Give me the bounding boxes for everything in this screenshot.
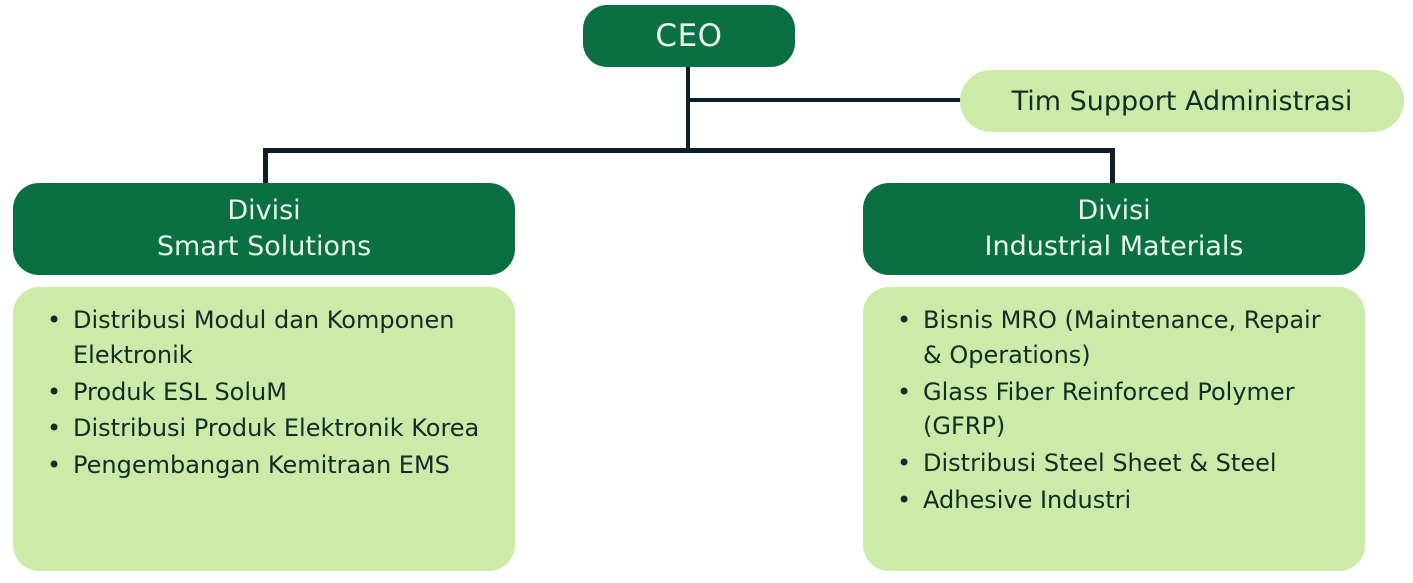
list-item: Adhesive Industri: [897, 483, 1343, 518]
connector-left-division-drop: [263, 148, 268, 185]
connector-right-division-drop: [1110, 148, 1115, 185]
list-item: Distribusi Produk Elektronik Korea: [47, 411, 493, 446]
division-smart-solutions-title-line1: Divisi: [227, 195, 301, 227]
node-ceo[interactable]: CEO: [583, 5, 795, 67]
node-ceo-label: CEO: [655, 18, 723, 54]
connector-ceo-vertical: [686, 66, 690, 152]
list-item: Produk ESL SoluM: [47, 375, 493, 410]
division-industrial-materials-title-line1: Divisi: [1077, 195, 1151, 227]
division-industrial-materials-list: Bisnis MRO (Maintenance, Repair & Operat…: [885, 303, 1343, 518]
list-item: Bisnis MRO (Maintenance, Repair & Operat…: [897, 303, 1343, 373]
division-smart-solutions-list: Distribusi Modul dan Komponen Elektronik…: [35, 303, 493, 483]
division-industrial-materials-title-line2: Industrial Materials: [984, 231, 1244, 262]
division-smart-solutions-title-line2: Smart Solutions: [156, 231, 372, 262]
node-division-smart-solutions-header[interactable]: Divisi Smart Solutions: [13, 183, 515, 275]
list-item: Distribusi Steel Sheet & Steel: [897, 446, 1343, 481]
connector-divisions-bus: [263, 148, 1115, 153]
division-smart-solutions-body: Distribusi Modul dan Komponen Elektronik…: [13, 287, 515, 571]
list-item: Glass Fiber Reinforced Polymer (GFRP): [897, 375, 1343, 445]
node-support-admin-label: Tim Support Administrasi: [1011, 85, 1353, 117]
division-industrial-materials-body: Bisnis MRO (Maintenance, Repair & Operat…: [863, 287, 1365, 571]
node-division-industrial-materials-header[interactable]: Divisi Industrial Materials: [863, 183, 1365, 275]
node-support-admin[interactable]: Tim Support Administrasi: [960, 70, 1404, 132]
list-item: Pengembangan Kemitraan EMS: [47, 448, 493, 483]
connector-support-horizontal: [688, 98, 962, 102]
list-item: Distribusi Modul dan Komponen Elektronik: [47, 303, 493, 373]
